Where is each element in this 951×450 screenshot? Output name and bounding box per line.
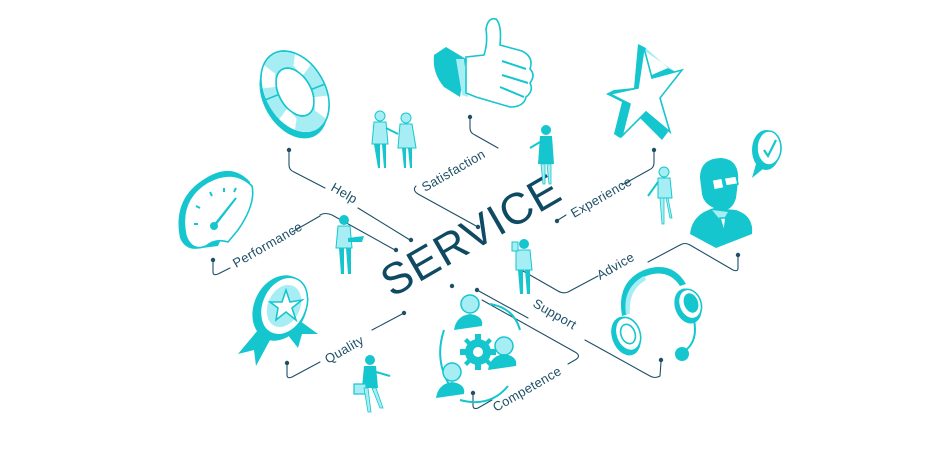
checkmark-bubble-icon bbox=[752, 130, 782, 178]
svg-text:Support: Support bbox=[531, 296, 580, 333]
award-badge-icon bbox=[238, 275, 318, 366]
label-quality: Quality bbox=[322, 332, 367, 366]
svg-text:Advice: Advice bbox=[594, 249, 637, 282]
svg-text:Quality: Quality bbox=[322, 332, 367, 366]
label-support: Support bbox=[531, 296, 580, 333]
person-briefcase-walking bbox=[353, 355, 391, 413]
label-competence: Competence bbox=[490, 363, 564, 414]
label-satisfaction: Satisfaction bbox=[419, 146, 488, 194]
svg-text:Satisfaction: Satisfaction bbox=[419, 146, 488, 194]
person-tablet bbox=[511, 239, 533, 294]
team-gear-icon bbox=[436, 294, 521, 404]
label-advice: Advice bbox=[594, 249, 637, 282]
svg-text:Experience: Experience bbox=[568, 174, 634, 221]
star-icon bbox=[606, 44, 685, 140]
people-handshake-figures bbox=[371, 110, 417, 168]
person-laptop bbox=[335, 215, 364, 274]
person-standing-satisfaction bbox=[529, 125, 554, 185]
headset-icon bbox=[611, 267, 703, 361]
consultant-icon bbox=[690, 158, 753, 248]
person-walking-phone bbox=[647, 166, 673, 225]
thumbs-up-icon bbox=[433, 17, 534, 108]
svg-text:Competence: Competence bbox=[490, 363, 564, 414]
svg-text:Help: Help bbox=[329, 180, 361, 207]
label-help: Help bbox=[329, 180, 361, 207]
speedometer-icon bbox=[178, 170, 254, 249]
connector-lines bbox=[210, 114, 741, 410]
label-experience: Experience bbox=[568, 174, 634, 221]
lifebuoy-icon bbox=[259, 50, 330, 139]
